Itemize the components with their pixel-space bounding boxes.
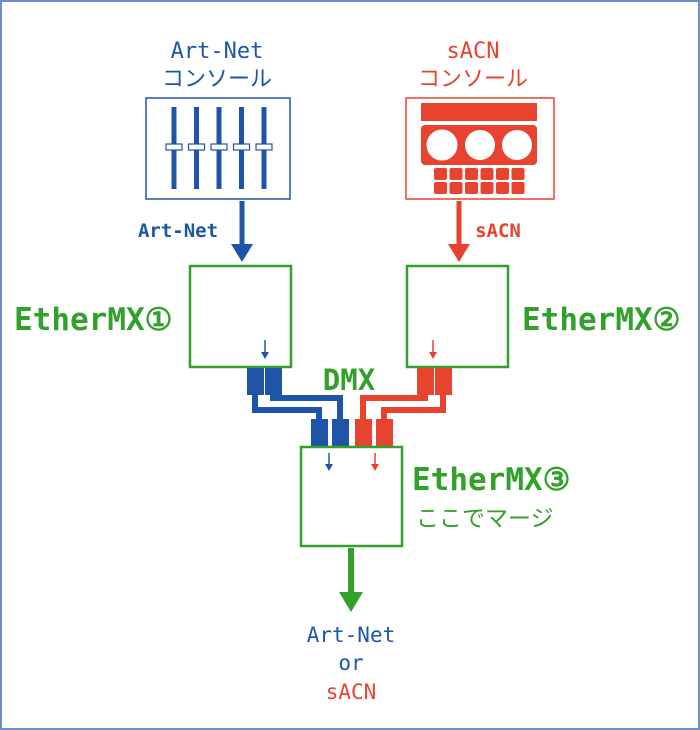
console-pad xyxy=(511,182,525,194)
console-pad xyxy=(496,182,509,194)
artnet-input-arrow xyxy=(231,201,253,262)
console-pad xyxy=(465,168,478,180)
ethermx2-box xyxy=(405,264,510,369)
console-pad xyxy=(480,182,494,194)
button-console-icon xyxy=(405,97,555,200)
output-arrow xyxy=(339,548,363,612)
fader-knob xyxy=(210,143,228,151)
console-pad xyxy=(511,168,525,180)
fader-knob xyxy=(232,143,251,151)
artnet-console-title-line1: Art-Net xyxy=(171,39,264,64)
output-label-line2: or xyxy=(338,651,363,675)
sacn-console-title-line2: コンソール xyxy=(418,67,528,92)
ethermx2-label: EtherMX② xyxy=(522,302,680,338)
sacn-input-arrow xyxy=(448,201,470,262)
ethermx2-dmx-out-arrow xyxy=(429,340,437,359)
ethermx1-box xyxy=(188,264,293,369)
ethermx3-sublabel: ここでマージ xyxy=(416,506,554,532)
ethermx1-label: EtherMX① xyxy=(14,302,172,338)
red-dmx-cables xyxy=(355,368,452,446)
console-pad xyxy=(496,168,509,180)
fader-knob xyxy=(165,143,183,151)
blue-dmx-cables xyxy=(247,368,349,446)
output-label-line3: sACN xyxy=(326,680,377,704)
fader-console-icon xyxy=(145,97,291,200)
ethermx1-dmx-out-arrow xyxy=(261,340,269,359)
ethermx3-blue-in-arrow xyxy=(325,453,333,471)
console-pad xyxy=(480,168,494,180)
ethermx3-red-in-arrow xyxy=(371,453,379,471)
fader-knob xyxy=(187,143,206,151)
console-pad xyxy=(434,182,447,194)
fader-knob xyxy=(255,143,273,151)
sacn-console-title-line1: sACN xyxy=(447,39,500,64)
ethermx3-box xyxy=(299,445,404,548)
console-pad xyxy=(449,182,463,194)
ethermx3-label: EtherMX③ xyxy=(412,462,570,498)
console-pad xyxy=(434,168,447,180)
artnet-console-title-line2: コンソール xyxy=(162,67,272,92)
console-pad xyxy=(449,168,463,180)
output-label-line1: Art-Net xyxy=(307,623,396,647)
sacn-arrow-label: sACN xyxy=(475,220,521,242)
console-pad xyxy=(465,182,478,194)
artnet-arrow-label: Art-Net xyxy=(138,220,218,242)
dmx-label: DMX xyxy=(323,363,376,397)
